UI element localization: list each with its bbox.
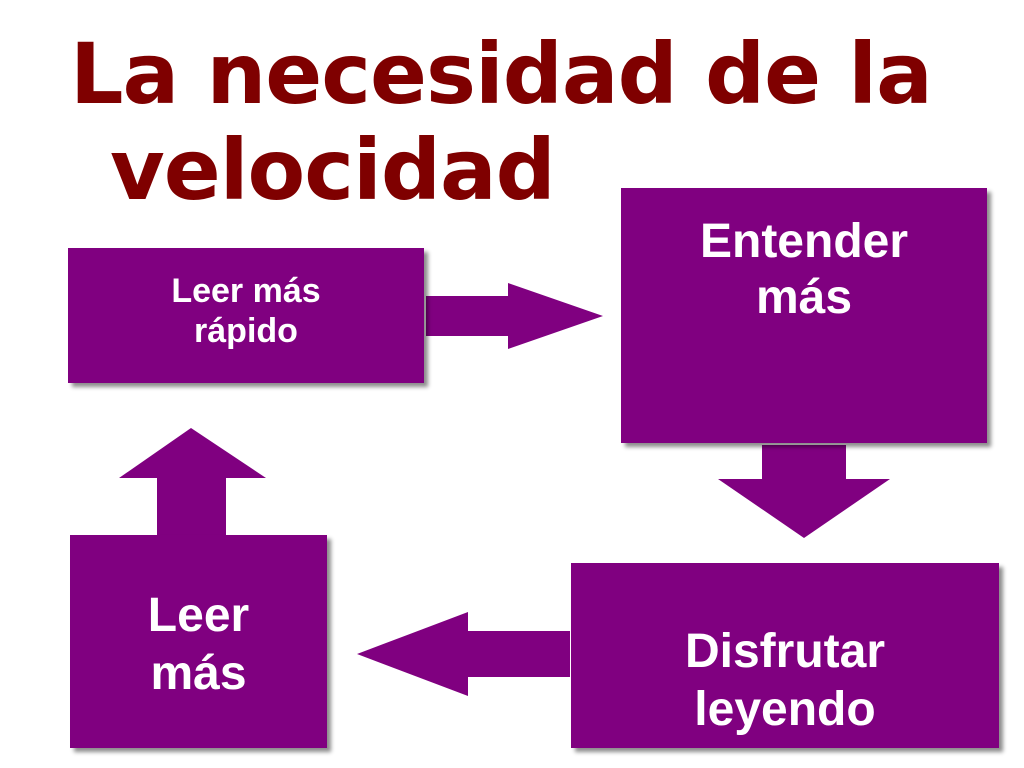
box-leer-mas-rapido: Leer más rápido <box>68 248 424 383</box>
box-entender-mas-label: Entender más <box>699 215 909 324</box>
title-line-1: La necesidad de la <box>70 25 933 123</box>
box-leer-mas-label: Leer más <box>147 589 250 700</box>
box-disfrutar-leyendo: Disfrutar leyendo <box>571 563 999 748</box>
box-leer-mas: Leer más <box>70 535 327 748</box>
arrow-left <box>357 612 570 696</box>
box-disfrutar-leyendo-label: Disfrutar leyendo <box>684 625 886 736</box>
arrow-down <box>718 445 890 538</box>
arrow-up <box>119 428 266 535</box>
box-entender-mas: Entender más <box>621 188 987 443</box>
title-line-2: velocidad <box>110 121 556 219</box>
arrow-right <box>426 283 603 349</box>
box-leer-mas-rapido-label: Leer más rápido <box>171 271 321 350</box>
